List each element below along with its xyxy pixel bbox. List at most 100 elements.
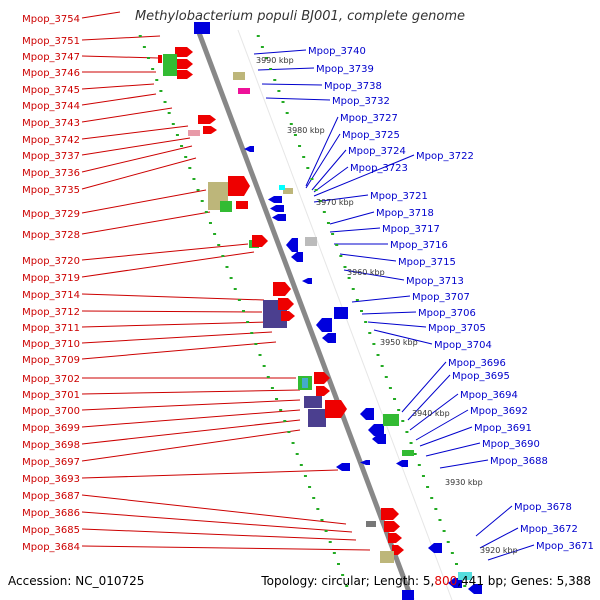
left-dot-track bbox=[336, 563, 340, 565]
left-dot-track bbox=[246, 321, 250, 323]
left-dot-track bbox=[233, 288, 237, 290]
right-dot-track bbox=[409, 442, 413, 444]
gene-arrow-forward bbox=[175, 59, 193, 69]
left-dot-track bbox=[291, 442, 295, 444]
leader-line bbox=[415, 409, 469, 441]
scale-label: 3970 kbp bbox=[316, 198, 354, 207]
leader-line bbox=[81, 469, 339, 479]
gene-arrow-reverse bbox=[336, 463, 350, 471]
gene-label-left: Mpop_3698 bbox=[22, 440, 80, 451]
gene-label-right: Mpop_3671 bbox=[536, 541, 594, 552]
gene-label-left: Mpop_3744 bbox=[22, 101, 80, 112]
gene-block bbox=[302, 378, 308, 388]
gene-arrow-reverse bbox=[368, 424, 384, 436]
right-dot-track bbox=[454, 563, 458, 565]
leader-line bbox=[81, 528, 357, 541]
gene-label-left: Mpop_3737 bbox=[22, 151, 80, 162]
gene-label-left: Mpop_3699 bbox=[22, 423, 80, 434]
left-dot-track bbox=[241, 310, 245, 312]
left-dot-track bbox=[299, 464, 303, 466]
right-dot-track bbox=[401, 420, 405, 422]
gene-block bbox=[402, 450, 414, 456]
gene-label-left: Mpop_3714 bbox=[22, 290, 80, 301]
right-dot-track bbox=[335, 244, 339, 246]
left-dot-track bbox=[237, 299, 241, 301]
gene-label-left: Mpop_3686 bbox=[22, 508, 80, 519]
leader-line bbox=[81, 331, 273, 344]
gene-arrow-reverse bbox=[396, 460, 408, 467]
leader-line bbox=[81, 211, 211, 235]
gene-label-right: Mpop_3706 bbox=[418, 308, 476, 319]
gene-label-left: Mpop_3754 bbox=[22, 14, 80, 25]
leader-line bbox=[81, 419, 301, 445]
leader-line bbox=[81, 35, 161, 41]
leader-line bbox=[81, 189, 207, 214]
gene-label-left: Mpop_3729 bbox=[22, 209, 80, 220]
gene-arrow-forward bbox=[278, 298, 294, 310]
gene-label-left: Mpop_3693 bbox=[22, 474, 80, 485]
gene-label-right: Mpop_3738 bbox=[324, 81, 382, 92]
right-dot-track bbox=[434, 508, 438, 510]
right-dot-track bbox=[421, 475, 425, 477]
gene-arrow-reverse bbox=[316, 318, 332, 332]
gene-label-right: Mpop_3678 bbox=[514, 502, 572, 513]
left-dot-track bbox=[204, 211, 208, 213]
gene-label-left: Mpop_3728 bbox=[22, 230, 80, 241]
right-dot-track bbox=[281, 101, 285, 103]
gene-block bbox=[220, 201, 232, 212]
left-dot-track bbox=[250, 332, 254, 334]
leader-line bbox=[81, 399, 301, 411]
left-dot-track bbox=[328, 541, 332, 543]
gene-label-left: Mpop_3751 bbox=[22, 36, 80, 47]
gene-arrow-forward bbox=[203, 126, 217, 134]
gene-block bbox=[279, 185, 285, 190]
gene-label-right: Mpop_3690 bbox=[482, 439, 540, 450]
gene-label-right: Mpop_3707 bbox=[412, 292, 470, 303]
gene-label-right: Mpop_3688 bbox=[490, 456, 548, 467]
gene-label-left: Mpop_3711 bbox=[22, 323, 80, 334]
gene-arrow-forward bbox=[198, 115, 216, 124]
left-dot-track bbox=[163, 101, 167, 103]
topology-text: Topology: circular; Length: 5,800,441 bp… bbox=[261, 574, 591, 588]
gene-arrow-reverse bbox=[372, 434, 386, 444]
left-dot-track bbox=[142, 46, 146, 48]
gene-arrow-forward bbox=[273, 282, 291, 296]
gene-block bbox=[283, 188, 293, 194]
right-dot-track bbox=[343, 266, 347, 268]
gene-arrow-forward bbox=[316, 386, 330, 396]
leader-line bbox=[81, 545, 371, 551]
left-dot-track bbox=[192, 178, 196, 180]
gene-block bbox=[158, 55, 162, 63]
leader-line bbox=[313, 194, 369, 203]
accession-text: Accession: NC_010725 bbox=[8, 574, 145, 588]
gene-label-right: Mpop_3695 bbox=[452, 371, 510, 382]
right-dot-track bbox=[368, 332, 372, 334]
right-dot-track bbox=[265, 57, 269, 59]
right-dot-track bbox=[442, 530, 446, 532]
leader-line bbox=[81, 157, 197, 190]
leader-line bbox=[81, 494, 347, 525]
right-dot-track bbox=[285, 112, 289, 114]
scale-label: 3990 kbp bbox=[256, 56, 294, 65]
gene-arrow-reverse bbox=[270, 205, 284, 212]
left-dot-track bbox=[345, 585, 349, 587]
gene-arrow-reverse bbox=[360, 460, 370, 465]
gene-arrow-reverse bbox=[286, 238, 298, 252]
gene-label-right: Mpop_3721 bbox=[370, 191, 428, 202]
topology-prefix: Topology: circular; Length: 5, bbox=[261, 574, 435, 588]
gene-label-right: Mpop_3705 bbox=[428, 323, 486, 334]
left-dot-track bbox=[287, 431, 291, 433]
gene-arrow-reverse bbox=[302, 278, 312, 284]
left-dot-track bbox=[320, 519, 324, 521]
leader-line bbox=[81, 55, 159, 59]
right-dot-track bbox=[347, 277, 351, 279]
right-dot-track bbox=[426, 486, 430, 488]
right-dot-track bbox=[388, 387, 392, 389]
leader-line bbox=[401, 361, 447, 413]
gene-block bbox=[194, 22, 210, 34]
gene-label-left: Mpop_3736 bbox=[22, 168, 80, 179]
gene-block bbox=[305, 237, 317, 246]
gene-label-right: Mpop_3722 bbox=[416, 151, 474, 162]
right-dot-track bbox=[364, 321, 368, 323]
leader-line bbox=[81, 511, 353, 533]
